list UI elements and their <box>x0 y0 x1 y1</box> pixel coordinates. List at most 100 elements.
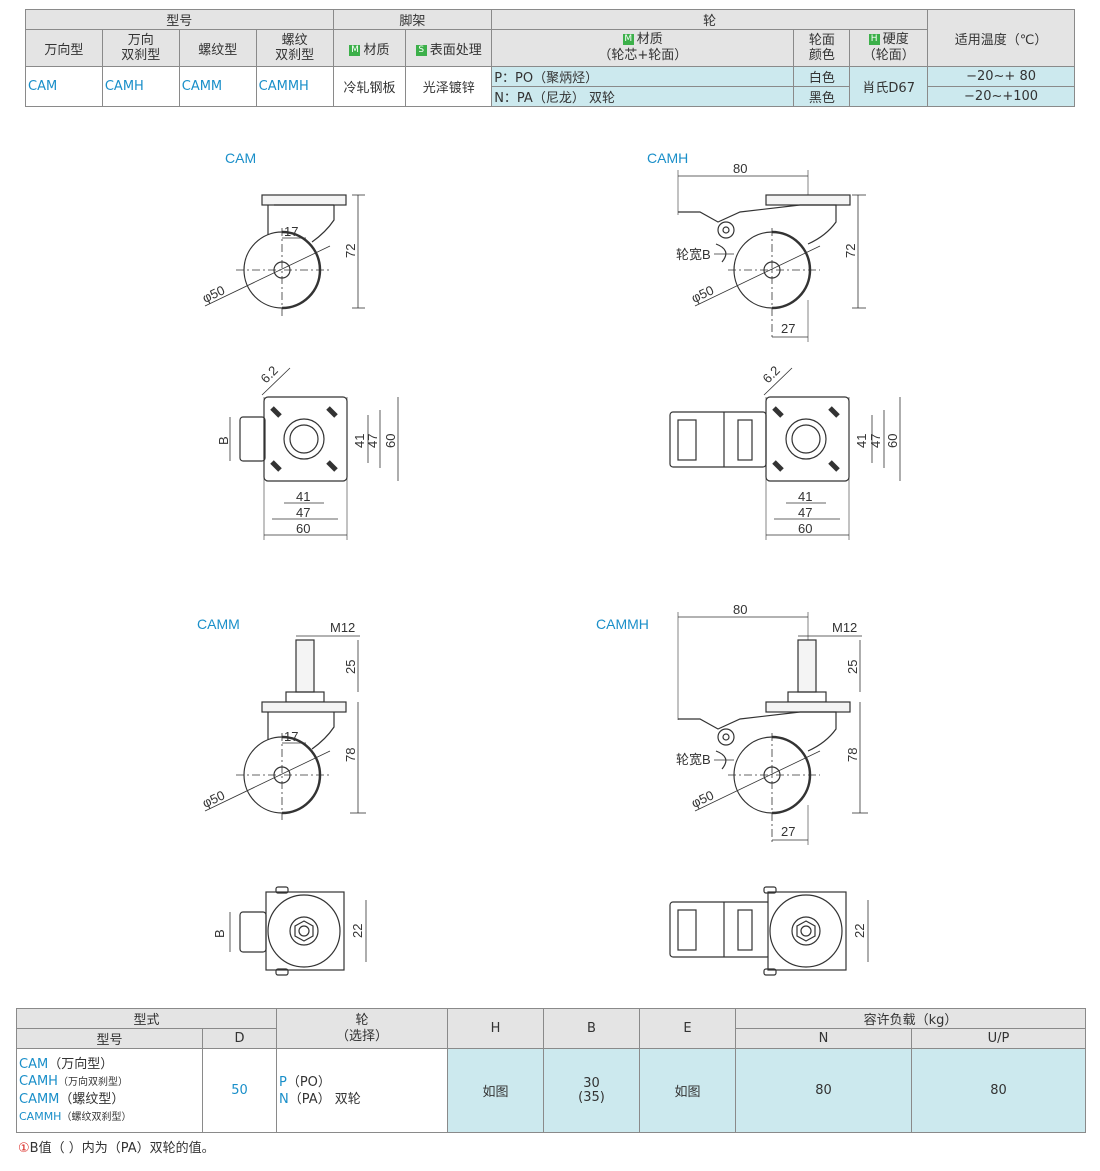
model-cam: CAM <box>25 66 103 107</box>
dim-6-2: 6.2 <box>760 363 783 386</box>
wheel-width-label: 轮宽B <box>676 752 711 767</box>
dim-m12: M12 <box>330 620 355 635</box>
dim-41: 41 <box>854 434 869 448</box>
dim-22: 22 <box>350 924 365 938</box>
dim-6-2: 6.2 <box>258 363 281 386</box>
header-d: D <box>202 1028 277 1049</box>
model-item: CAM（万向型） <box>19 1056 114 1072</box>
header-load: 容许负载（kg） <box>735 1008 1086 1029</box>
dim-60: 60 <box>383 434 398 448</box>
cammh-side-view <box>677 612 868 845</box>
dim-80: 80 <box>733 602 747 617</box>
dim-80: 80 <box>733 161 747 176</box>
dim-78: 78 <box>845 748 860 762</box>
dim-b: B <box>216 436 231 445</box>
header-up: U/P <box>911 1028 1086 1049</box>
load-up-value: 80 <box>911 1048 1086 1133</box>
header-h: H <box>447 1008 544 1049</box>
model-item: CAMM（螺纹型） <box>19 1091 125 1107</box>
model-list: CAM（万向型） CAMH（万向双刹型） CAMM（螺纹型） CAMMH（螺纹双… <box>16 1048 203 1133</box>
model-camh: CAMH <box>101 66 180 107</box>
dim-phi50: φ50 <box>200 282 227 305</box>
dim-72: 72 <box>343 244 358 258</box>
temp-n: −20~+100 <box>927 86 1075 107</box>
header-thread-brake: 螺纹 双刹型 <box>255 29 334 67</box>
dim-27: 27 <box>781 824 795 839</box>
m-icon: M <box>349 44 361 56</box>
e-value: 如图 <box>639 1048 736 1133</box>
dim-22: 22 <box>852 924 867 938</box>
drawing-title-camh: CAMH <box>647 150 689 166</box>
camh-plan-view <box>669 367 901 540</box>
dim-41: 41 <box>296 489 310 504</box>
dim-17: 17 <box>284 224 298 239</box>
dim-78: 78 <box>343 748 358 762</box>
camm-plan-view <box>229 886 367 976</box>
header-form: 型式 <box>16 1008 277 1029</box>
dim-25: 25 <box>343 660 358 674</box>
dim-41: 41 <box>352 434 367 448</box>
dim-72: 72 <box>843 244 858 258</box>
model-camm: CAMM <box>178 66 257 107</box>
b-value: 30(35) <box>543 1048 640 1133</box>
wheel-option: N（PA） 双轮 <box>279 1091 361 1107</box>
drawing-title-cam: CAM <box>225 150 257 166</box>
bracket-material: 冷轧钢板 <box>332 66 407 107</box>
dim-47: 47 <box>365 434 380 448</box>
dim-17: 17 <box>284 729 298 744</box>
order-table: 型式 轮（选择） H B E 容许负载（kg） 型号 D N U/P CAM（万… <box>16 1008 1086 1133</box>
cammh-plan-view <box>669 886 869 976</box>
header-universal-brake: 万向 双刹型 <box>101 29 180 67</box>
header-model: 型号 <box>16 1028 203 1049</box>
d-value: 50 <box>202 1048 277 1133</box>
dim-41: 41 <box>798 489 812 504</box>
camh-side-view <box>677 170 866 342</box>
dim-60: 60 <box>296 521 310 536</box>
dim-b: B <box>212 929 227 938</box>
drawing-title-camm: CAMM <box>197 616 240 632</box>
wheel-material-p: P：PO（聚炳烃） <box>491 66 795 87</box>
temp-p: −20~+ 80 <box>927 66 1075 87</box>
dim-27: 27 <box>781 321 795 336</box>
footnote: ①B值（ ）内为（PA）双轮的值。 <box>18 1141 215 1156</box>
dim-60: 60 <box>885 434 900 448</box>
header-wheel: 轮（选择） <box>276 1008 448 1049</box>
surface-treatment: 光泽镀锌 <box>405 66 493 107</box>
group-bracket: 脚架 <box>332 9 493 30</box>
dim-phi50: φ50 <box>200 787 227 810</box>
header-b: B <box>543 1008 640 1049</box>
m-icon: M <box>622 34 634 45</box>
h-icon: H <box>868 34 880 45</box>
hardness-value: 肖氏D67 <box>849 66 929 107</box>
wheel-color-n: 黑色 <box>793 86 851 107</box>
camm-side-view <box>204 635 366 820</box>
model-cammh: CAMMH <box>255 66 334 107</box>
wheel-option: P（PO） <box>279 1074 331 1090</box>
cam-side-view <box>204 194 365 316</box>
note-mark-icon: ① <box>18 1141 30 1156</box>
dim-47: 47 <box>868 434 883 448</box>
dim-phi50: φ50 <box>689 787 716 810</box>
wheel-material-n: N：PA（尼龙） 双轮 <box>491 86 795 107</box>
wheel-width-label: 轮宽B <box>676 247 711 262</box>
model-item: CAMMH（螺纹双刹型） <box>19 1109 132 1123</box>
dim-m12: M12 <box>832 620 857 635</box>
cam-plan-view <box>229 367 399 540</box>
wheel-options: P（PO） N（PA） 双轮 <box>276 1048 448 1133</box>
dim-47: 47 <box>296 505 310 520</box>
dim-60: 60 <box>798 521 812 536</box>
h-value: 如图 <box>447 1048 544 1133</box>
drawing-title-cammh: CAMMH <box>596 616 649 632</box>
technical-drawings: 17 72 φ50 6.2 B 41 47 60 41 47 60 <box>200 161 901 976</box>
s-icon: S <box>415 44 427 56</box>
model-item: CAMH（万向双刹型） <box>19 1073 128 1089</box>
header-e: E <box>639 1008 736 1049</box>
dim-47: 47 <box>798 505 812 520</box>
dim-phi50: φ50 <box>689 282 716 305</box>
header-universal: 万向型 <box>25 29 103 67</box>
